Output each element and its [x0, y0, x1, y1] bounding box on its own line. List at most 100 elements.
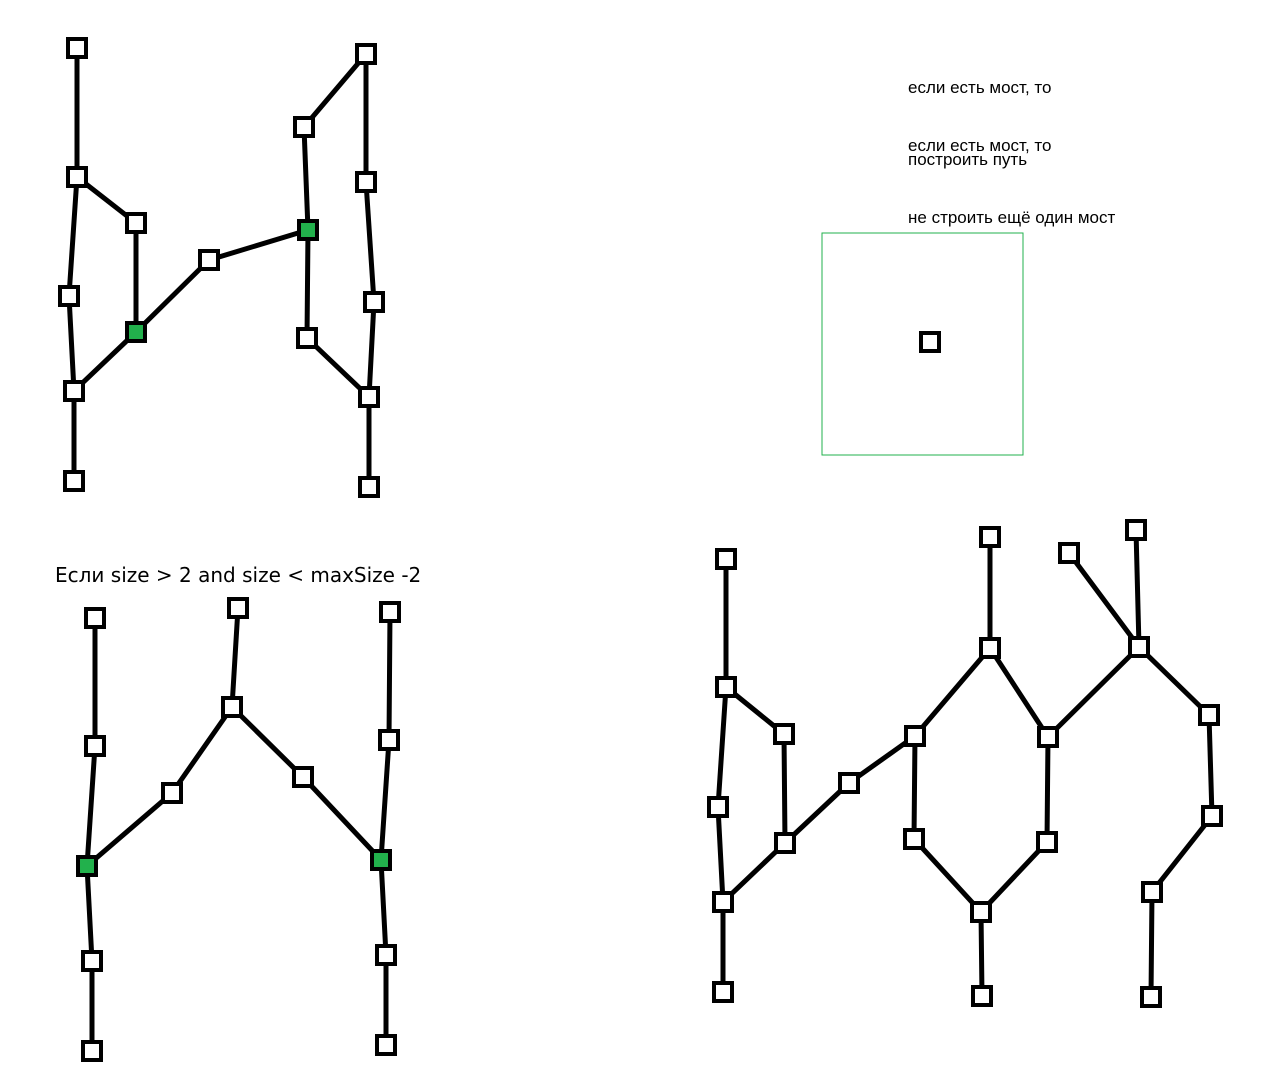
graph-node [1201, 805, 1223, 827]
graph-node [1037, 726, 1059, 748]
graph-node [293, 116, 315, 138]
graph-node [712, 981, 734, 1003]
graph-node [358, 476, 380, 498]
graph-edge [66, 293, 77, 394]
graph-edge [386, 609, 393, 743]
bridge-node [297, 219, 319, 241]
graph-edge [301, 51, 369, 130]
graph-node [198, 249, 220, 271]
graph-node [919, 331, 941, 353]
bridge-node [370, 849, 392, 871]
graph-edge [66, 174, 80, 299]
graph-node [378, 729, 400, 751]
graph-edge [300, 774, 384, 863]
graph-edge [229, 605, 241, 710]
graph-edge [1148, 889, 1155, 1000]
note-line: не строить ещё один мост [908, 208, 1116, 227]
graph-node [971, 985, 993, 1007]
graph-node [903, 828, 925, 850]
graph-edge [1133, 527, 1142, 650]
graph-edge [715, 804, 726, 905]
graph-node [363, 291, 385, 313]
note-bridge-no-extra: если есть мост, то не строить ещё один м… [908, 86, 1115, 254]
graph-node [715, 676, 737, 698]
graph-edge [1206, 712, 1215, 819]
nodes-layer [58, 37, 1223, 1062]
graph-edge [206, 227, 311, 263]
graph-node [81, 1040, 103, 1062]
graph-edge [912, 645, 993, 739]
graph-node [979, 637, 1001, 659]
note-line: если есть мост, то [908, 136, 1052, 155]
graph-node [84, 735, 106, 757]
graph-edge [84, 863, 95, 964]
graph-node [58, 285, 80, 307]
graph-edge [1044, 734, 1051, 845]
graph-node [375, 1034, 397, 1056]
graph-node [715, 548, 737, 570]
graph-edge [1136, 644, 1212, 718]
graph-node [63, 380, 85, 402]
graph-node [979, 526, 1001, 548]
graph-node [358, 386, 380, 408]
graph-edge [84, 743, 98, 869]
graph-node [63, 470, 85, 492]
graph-edge [781, 731, 788, 846]
graph-node [355, 171, 377, 193]
graph-node [1140, 986, 1162, 1008]
graph-edge [911, 733, 918, 842]
graph-node [1036, 831, 1058, 853]
graph-edge [1149, 813, 1215, 895]
graph-edge [1066, 550, 1142, 650]
graph-node [296, 327, 318, 349]
graph-edge [378, 857, 389, 958]
graph-node [66, 37, 88, 59]
graph-node [1198, 704, 1220, 726]
size-condition-caption: Если size > 2 and size < maxSize -2 [55, 563, 422, 587]
graph-node [970, 901, 992, 923]
graph-node [227, 597, 249, 619]
graph-node [1128, 636, 1150, 658]
bridge-node [76, 855, 98, 877]
graph-edge [978, 839, 1050, 915]
graph-edge [378, 737, 392, 863]
graph-edge [715, 684, 729, 810]
graph-node [838, 772, 860, 794]
graph-edge [169, 704, 235, 796]
graph-node [292, 766, 314, 788]
graph-edge [978, 909, 985, 999]
selection-frame [821, 232, 1024, 456]
graph-edge [304, 227, 311, 341]
edges-layer [66, 45, 1215, 1054]
graph-node [221, 696, 243, 718]
graph-edge [987, 645, 1051, 740]
graph-node [161, 782, 183, 804]
graph-edge [366, 299, 377, 400]
graph-node [379, 601, 401, 623]
graph-node [1141, 881, 1163, 903]
graph-node [712, 891, 734, 913]
graph-node [904, 725, 926, 747]
graph-node [84, 607, 106, 629]
graph-node [1058, 542, 1080, 564]
note-line: если есть мост, то [908, 78, 1052, 97]
graph-node [773, 723, 795, 745]
graph-node [355, 43, 377, 65]
graph-edge [1045, 644, 1142, 740]
graph-node [125, 212, 147, 234]
graph-edge [363, 179, 377, 305]
note-line: построить путь [908, 150, 1028, 169]
note-bridge-build-path: если есть мост, то построить путь [908, 28, 1051, 196]
graph-edge [84, 790, 175, 869]
graph-edge [229, 704, 306, 780]
graph-edge [911, 836, 984, 915]
graph-edge [301, 124, 311, 233]
graph-node [81, 950, 103, 972]
graph-node [774, 832, 796, 854]
graph-node [375, 944, 397, 966]
graph-edge [133, 257, 212, 335]
graph-node [1125, 519, 1147, 541]
graph-node [707, 796, 729, 818]
graph-node [66, 166, 88, 188]
